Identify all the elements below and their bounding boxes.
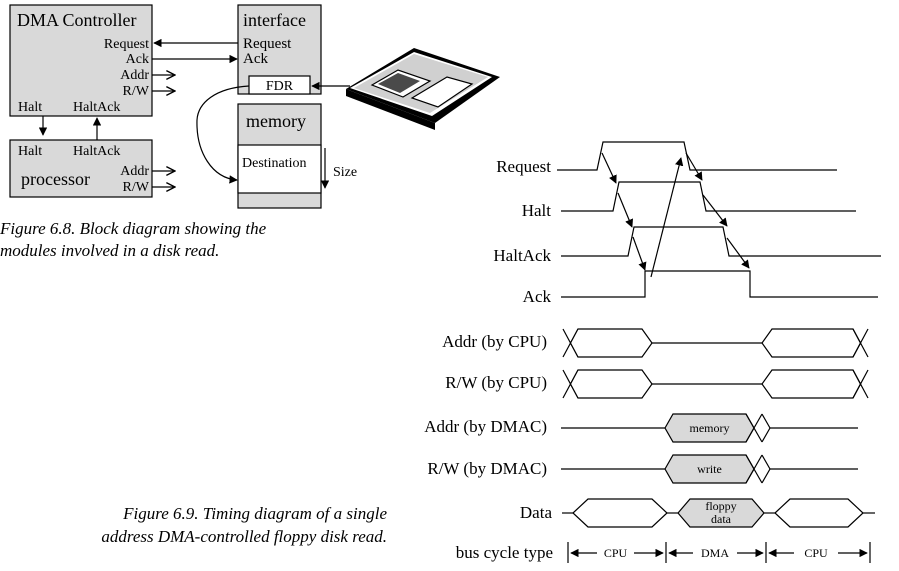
addr-dmac-bus xyxy=(561,413,858,443)
data-bus xyxy=(562,498,875,528)
bus-value-floppy: floppy xyxy=(705,499,736,513)
signal-label-ack: Ack xyxy=(523,287,552,306)
proc-rw-label: R/W xyxy=(123,180,150,195)
fdr-label: FDR xyxy=(266,79,294,94)
halt-to-haltack-arrow xyxy=(617,192,634,228)
destination-region xyxy=(237,144,322,194)
dma-rw-label: R/W xyxy=(123,84,150,99)
request-waveform xyxy=(557,141,837,171)
figure-6-8-caption-line2: modules involved in a disk read. xyxy=(0,241,219,260)
figure-6-9-caption-line1: Figure 6.9. Timing diagram of a single xyxy=(122,504,387,523)
dma-controller-title: DMA Controller xyxy=(17,10,137,30)
dma-halt-label: Halt xyxy=(18,100,42,115)
bus-label-rw-dmac: R/W (by DMAC) xyxy=(427,459,547,478)
processor-title: processor xyxy=(21,169,90,189)
ack-to-request-arrow xyxy=(650,157,684,278)
bus-cycle-cpu-2: CPU xyxy=(804,546,828,560)
figure-6-9-caption-line2: address DMA-controlled floppy disk read. xyxy=(101,527,387,546)
signal-label-halt: Halt xyxy=(522,201,552,220)
size-label: Size xyxy=(333,165,357,180)
addr-cpu-bus xyxy=(562,328,869,358)
bus-label-addr-cpu: Addr (by CPU) xyxy=(442,332,547,351)
dma-ack-label: Ack xyxy=(126,52,149,67)
bus-cycle-dma: DMA xyxy=(701,546,729,560)
request-to-halt-arrow xyxy=(601,152,617,184)
bus-cycle-ticks xyxy=(567,542,871,563)
ack-waveform xyxy=(561,270,878,298)
interface-ack-label: Ack xyxy=(243,51,268,67)
bus-label-rw-cpu: R/W (by CPU) xyxy=(445,373,547,392)
bus-label-addr-dmac: Addr (by DMAC) xyxy=(424,417,547,436)
haltack-to-ack-arrow xyxy=(632,236,647,271)
fdr-register xyxy=(248,75,311,95)
block-diagram: DMA Controller Request Ack Addr R/W Halt… xyxy=(0,4,500,260)
proc-halt-label: Halt xyxy=(18,144,42,159)
processor-box xyxy=(9,139,153,198)
dma-request-label: Request xyxy=(104,37,149,52)
signal-label-haltack: HaltAck xyxy=(493,246,551,265)
dma-haltack-label: HaltAck xyxy=(73,100,120,115)
figure-6-8-caption-line1: Figure 6.8. Block diagram showing the xyxy=(0,219,267,238)
rw-cpu-bus xyxy=(562,369,869,399)
haltack-waveform xyxy=(561,226,881,257)
bus-cycle-cpu-1: CPU xyxy=(604,546,628,560)
dma-controller-box xyxy=(9,4,153,117)
interface-request-label: Request xyxy=(243,36,292,52)
proc-haltack-label: HaltAck xyxy=(73,144,120,159)
bus-value-data: data xyxy=(711,512,732,526)
memory-title: memory xyxy=(246,111,306,131)
signal-label-request: Request xyxy=(496,157,551,176)
dma-addr-label: Addr xyxy=(120,68,149,83)
rw-dmac-bus xyxy=(561,454,858,484)
interface-title: interface xyxy=(243,10,306,30)
bus-value-memory: memory xyxy=(690,421,730,435)
destination-label: Destination xyxy=(242,156,307,171)
bus-label-data: Data xyxy=(520,503,553,522)
halt-to-haltack-release-arrow xyxy=(702,194,728,227)
request-to-halt-release-arrow xyxy=(685,152,703,181)
floppy-disk-icon xyxy=(346,48,500,130)
timing-diagram: Request Halt HaltAck Ack Addr (by CPU) R… xyxy=(101,141,881,563)
haltack-to-ack-release-arrow xyxy=(726,237,750,269)
proc-addr-label: Addr xyxy=(120,164,149,179)
halt-waveform xyxy=(561,181,856,212)
bus-value-write: write xyxy=(697,462,722,476)
bus-cycle-type-label: bus cycle type xyxy=(456,543,553,562)
fdr-to-memory-path xyxy=(196,85,250,184)
